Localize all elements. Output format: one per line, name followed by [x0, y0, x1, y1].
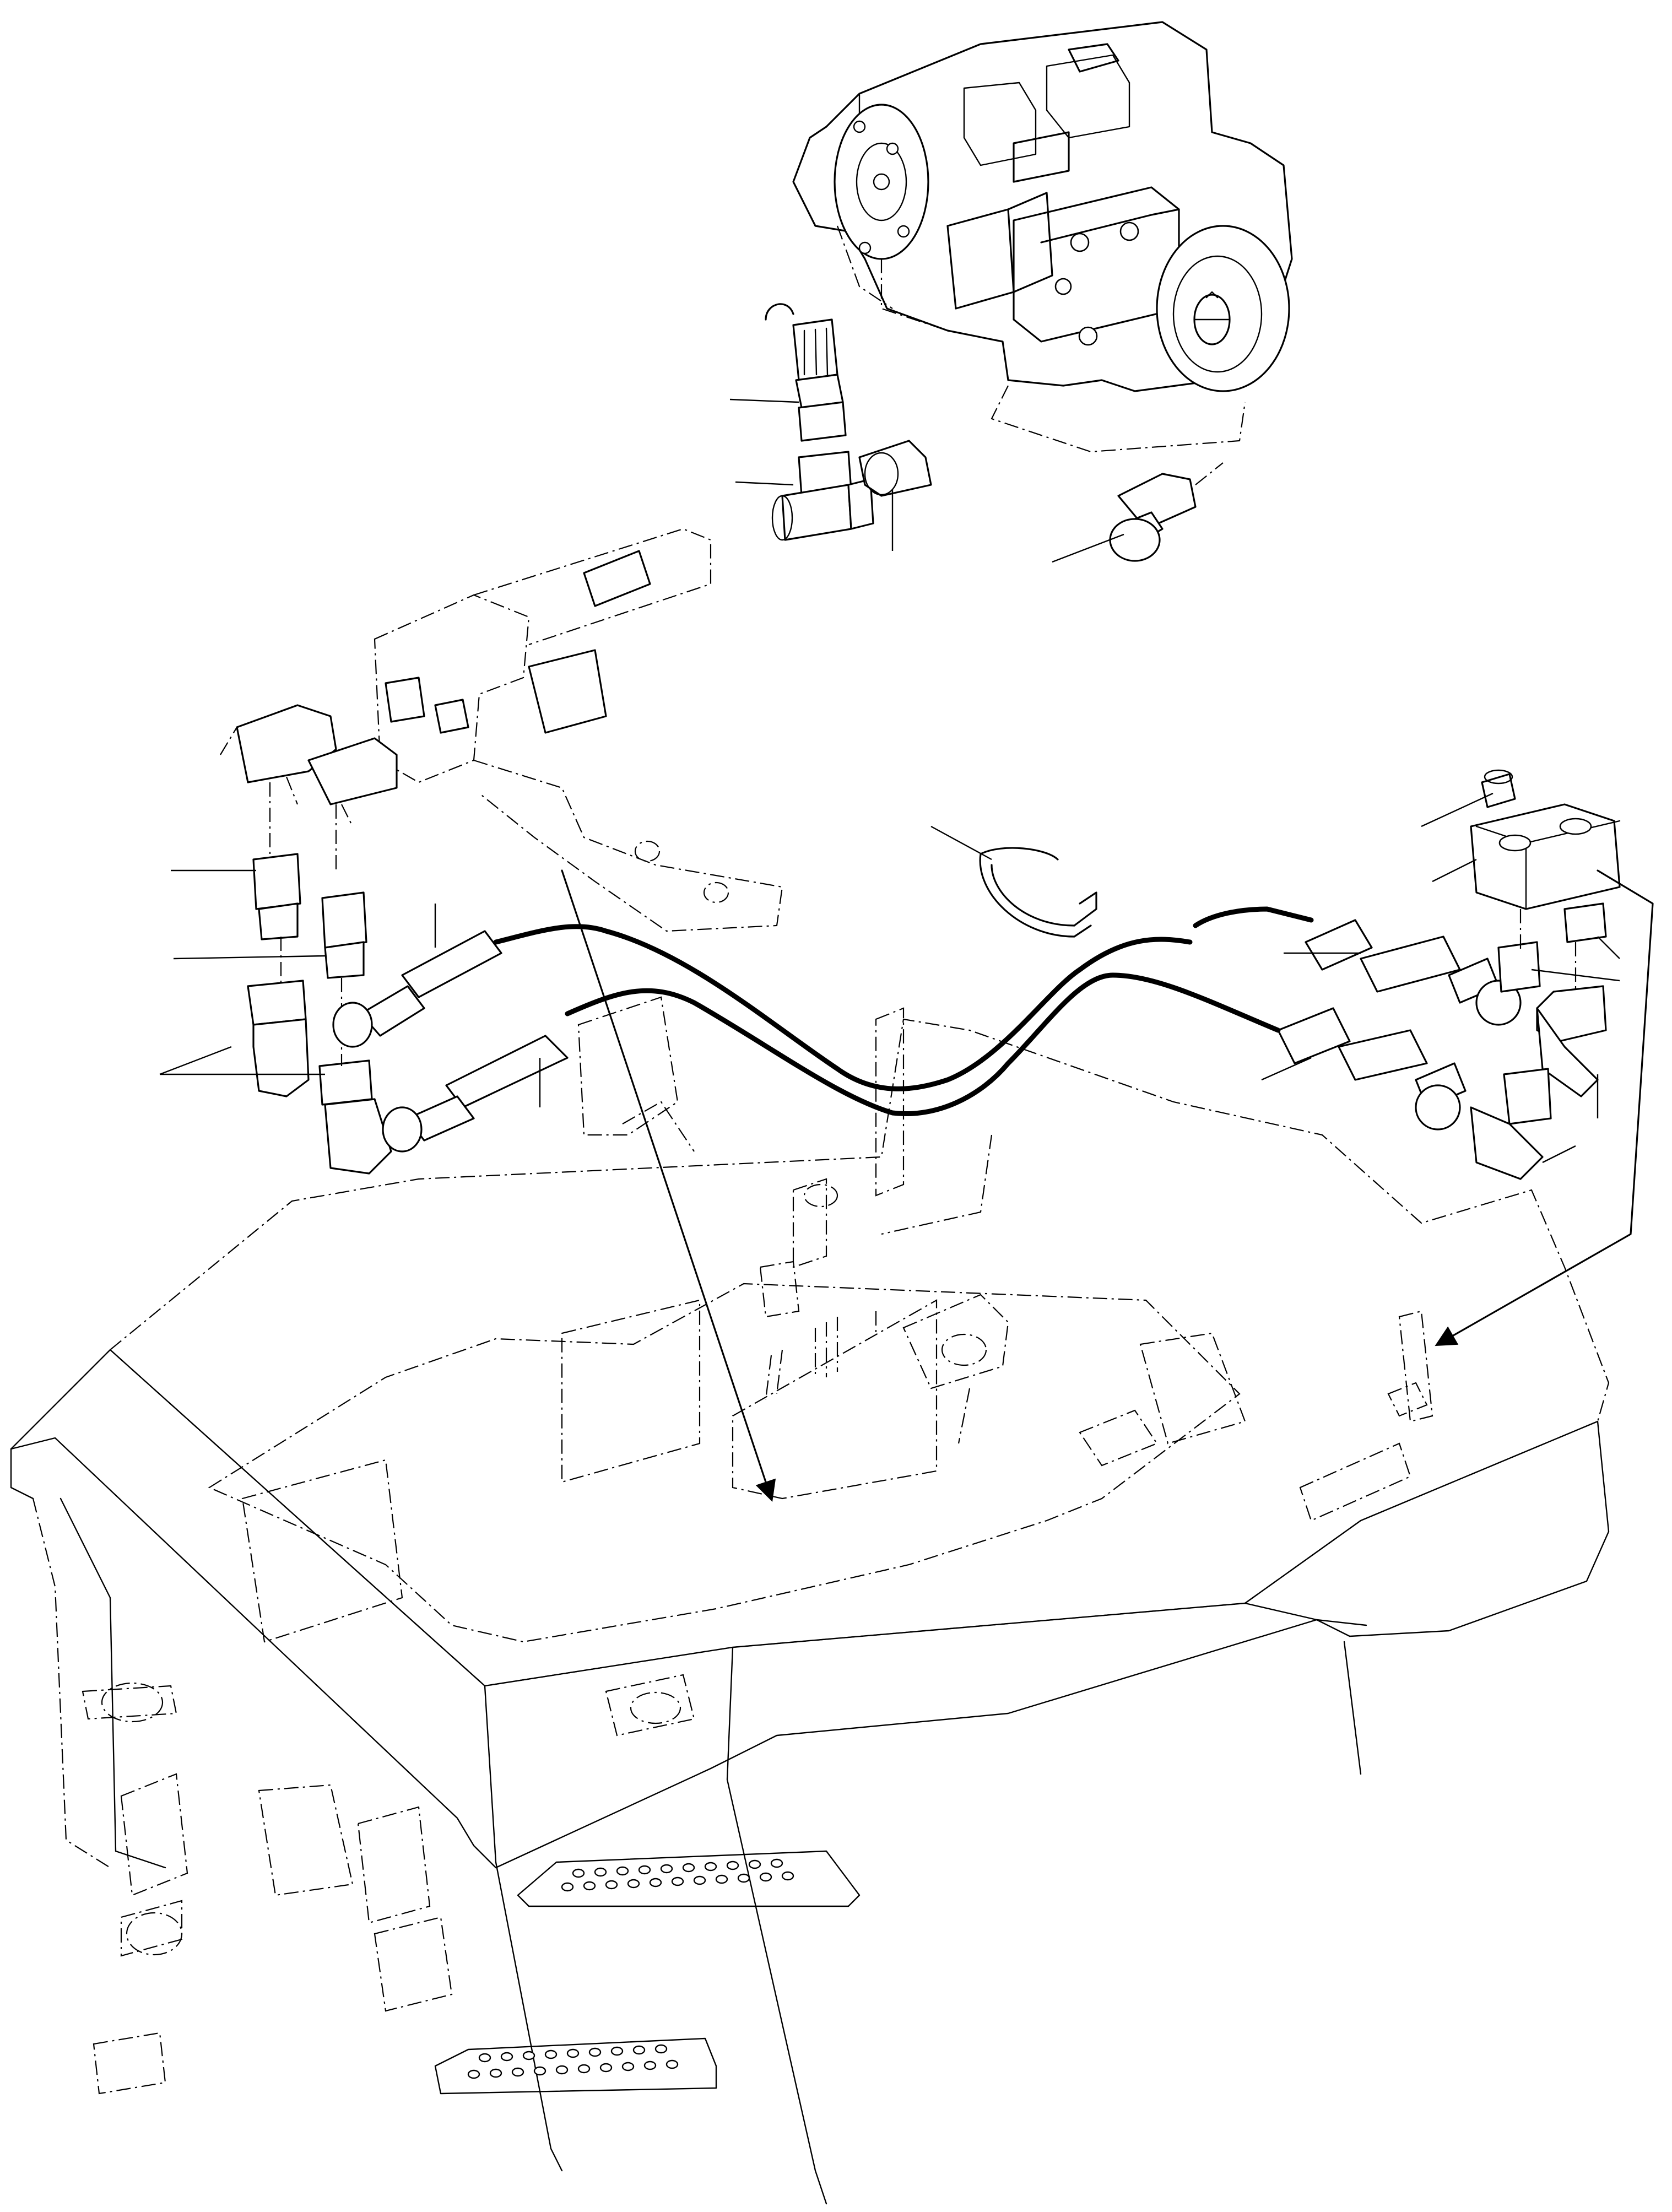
hose-assemblies [332, 904, 1522, 1153]
step-perforations-upper [561, 1858, 794, 1892]
hose-clamp [930, 825, 1097, 938]
machine-chassis [10, 996, 1610, 2205]
adapter-fitting [858, 440, 932, 551]
test-coupling-cap [729, 303, 847, 442]
valve-manifold [220, 528, 783, 932]
hydraulic-pump [792, 21, 1293, 453]
access-steps [434, 1850, 861, 2095]
step-perforations-lower [467, 2044, 679, 2079]
left-fittings [159, 853, 392, 1175]
right-block-fittings [1421, 769, 1654, 1346]
location-arrow [561, 869, 776, 1502]
test-coupling-right [1052, 462, 1224, 563]
tee-fitting [735, 451, 874, 541]
